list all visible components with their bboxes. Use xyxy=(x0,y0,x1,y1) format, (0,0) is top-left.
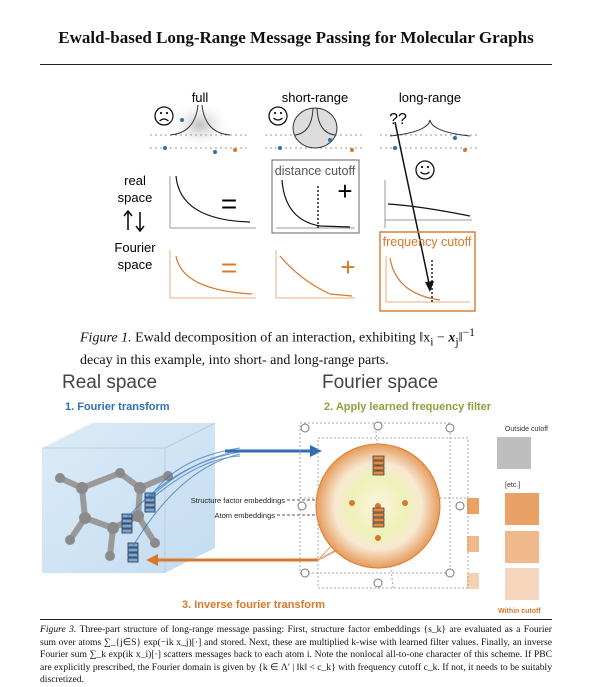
step-2-label: 2. Apply learned frequency filter xyxy=(324,401,492,413)
figure-3-caption-label: Figure 3. xyxy=(40,624,77,635)
frequency-cutoff-label: frequency cutoff xyxy=(383,235,472,249)
real-plot-long xyxy=(384,180,472,228)
figure-1-caption-x: x xyxy=(448,330,456,346)
figure-3-diagram: Real space Fourier space 1. Fourier tran… xyxy=(42,372,548,615)
figure-1-caption-minus: − xyxy=(433,330,445,346)
fourier-transform-arrowhead xyxy=(310,445,322,457)
arrow-head xyxy=(425,281,434,292)
step-3-label: 3. Inverse fourier transform xyxy=(182,599,325,611)
potential-panel-long xyxy=(380,119,480,152)
real-space-cube xyxy=(42,422,216,573)
paper-title: Ewald-based Long-Range Message Passing f… xyxy=(58,28,534,47)
figure-1-caption-sub-j: j xyxy=(455,335,459,349)
row-fourier-label-1: Fourier xyxy=(114,240,156,255)
figure-1-caption-sub-i: i xyxy=(430,335,434,349)
question-marks: ?? xyxy=(389,111,407,128)
top-rule xyxy=(40,64,552,65)
distance-cutoff-label: distance cutoff xyxy=(275,164,356,178)
atom-embeddings-label: Atom embeddings xyxy=(215,511,276,520)
figure-1-diagram: full short-range long-range ?? xyxy=(114,90,480,312)
potential-panel-full xyxy=(150,101,250,154)
fourier-plot-short xyxy=(275,250,355,299)
inverse-transform-arrowhead xyxy=(146,554,158,566)
figure-1-caption-text-1: Ewald decomposition of an interaction, e… xyxy=(135,330,431,346)
col-long-label: long-range xyxy=(399,90,461,105)
sf-embeddings-label: Structure factor embeddings xyxy=(191,496,285,505)
smile-face-icon xyxy=(415,160,435,180)
within-cutoff-label: Within cutoff xyxy=(498,608,541,615)
real-plot-short xyxy=(276,179,355,229)
caption-rule xyxy=(40,619,552,620)
frequency-cutoff-box xyxy=(379,231,476,312)
fourier-space-heading: Fourier space xyxy=(322,372,438,393)
filter-boxes-within xyxy=(467,493,539,600)
smile-face-icon xyxy=(268,106,288,126)
figure-1-caption: Figure 1. Ewald decomposition of an inte… xyxy=(80,323,510,370)
step-1-label: 1. Fourier transform xyxy=(65,401,170,413)
molecule-atoms xyxy=(55,468,173,561)
fourier-plot-long xyxy=(385,256,470,303)
figure-3-caption: Figure 3. Three-part structure of long-r… xyxy=(40,624,552,687)
filter-box-outside xyxy=(497,437,531,469)
real-space-heading: Real space xyxy=(62,372,157,393)
figure-1-caption-text-2: ‖ xyxy=(458,330,463,346)
col-short-label: short-range xyxy=(282,90,348,105)
row-real-label-1: real xyxy=(124,173,146,188)
potential-panel-short xyxy=(265,107,365,152)
real-plot-full xyxy=(169,175,256,229)
plus-sign: + xyxy=(337,176,352,206)
equals-sign: = xyxy=(221,188,237,219)
long-range-arrow xyxy=(394,121,431,289)
figure-3-caption-text: Three-part structure of long-range messa… xyxy=(40,624,552,685)
row-fourier-label-2: space xyxy=(118,257,153,272)
etc-label: [etc.] xyxy=(505,482,520,489)
row-real-label-2: space xyxy=(118,190,153,205)
plus-sign-orange: + xyxy=(340,252,355,282)
k-points-outside xyxy=(297,421,465,588)
figure-1-caption-sup: −1 xyxy=(462,326,475,339)
figure-1-caption-label: Figure 1. xyxy=(80,330,132,346)
equals-sign-orange: = xyxy=(221,252,237,283)
swap-arrows-icon xyxy=(123,209,145,233)
distance-cutoff-box xyxy=(271,159,360,234)
figure-1-caption-text-3: decay in this example, into short- and l… xyxy=(80,353,389,369)
fourier-transform-fibres xyxy=(126,447,241,547)
outside-cutoff-label: Outside cutoff xyxy=(505,426,548,433)
fourier-plot-full xyxy=(169,250,256,299)
k-embedding-stacks xyxy=(372,455,385,528)
